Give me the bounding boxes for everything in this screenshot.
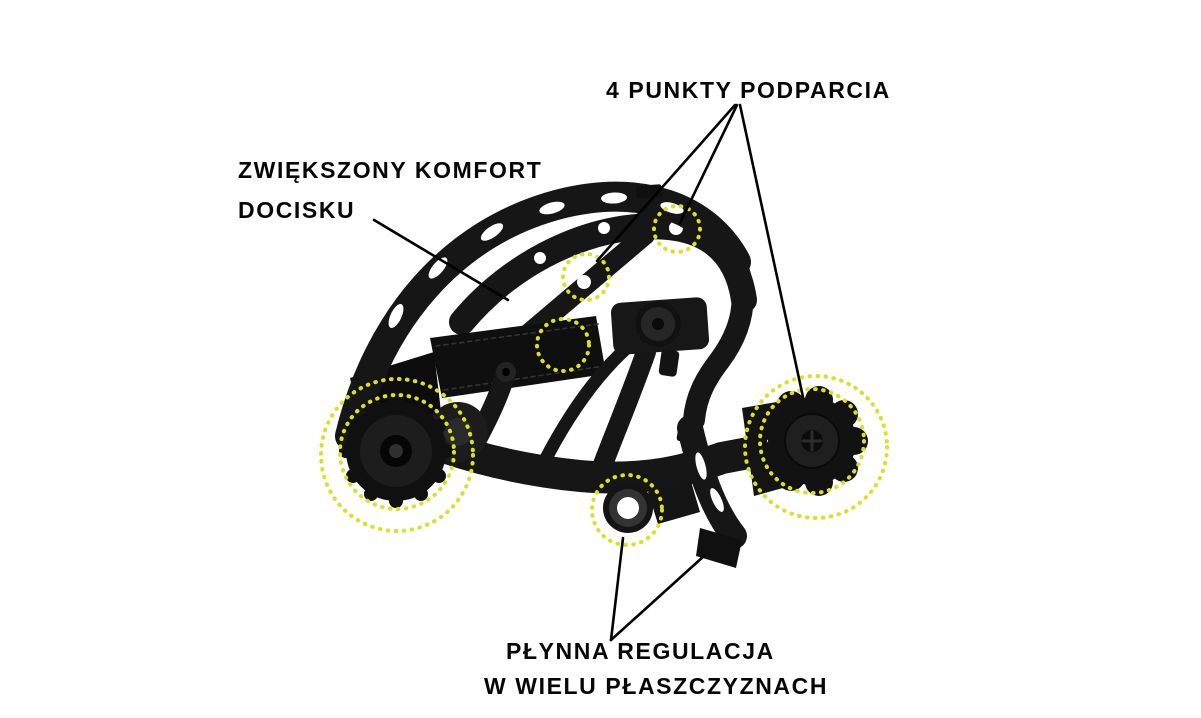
line-comfort-to-frame [372, 218, 510, 302]
highlight-sweatband-point [535, 317, 591, 373]
highlight-left-knob-inner [338, 393, 456, 511]
highlight-pivot-ring [590, 473, 664, 547]
line-support-to-right-knob [738, 103, 805, 399]
headgear [335, 181, 868, 568]
pivot-ring [603, 478, 700, 533]
line-adjust-to-side-rail [609, 554, 706, 642]
highlight-support-hole-left [561, 252, 611, 302]
highlight-support-hole-right [652, 204, 702, 254]
line-support-to-hole-right [678, 103, 739, 225]
line-adjust-to-pivot-ring [609, 536, 625, 642]
center-ratchet [610, 297, 710, 377]
sweatband [430, 316, 606, 398]
comfort-label-line2: DOCISKU [238, 197, 356, 223]
top-strap [335, 181, 751, 451]
highlight-right-knob-outer [743, 374, 889, 520]
right-adjustment-knob [759, 386, 868, 496]
adjustment-label-line2: W WIELU PŁASZCZYZNACH [484, 673, 829, 699]
right-descender [683, 257, 754, 431]
callout-adjustment: PŁYNNA REGULACJA W WIELU PŁASZCZYZNACH [484, 634, 828, 704]
line-support-to-hole-left [595, 103, 737, 263]
highlight-circles [319, 204, 889, 547]
left-adjustment-knob [339, 394, 453, 508]
comfort-label-line1: ZWIĘKSZONY KOMFORT [238, 157, 543, 183]
callout-support-points: 4 PUNKTY PODPARCIA [606, 77, 891, 104]
side-rail [676, 415, 747, 568]
adjustment-label-line1: PŁYNNA REGULACJA [506, 638, 775, 664]
highlight-right-knob-inner [758, 387, 866, 495]
callout-comfort: ZWIĘKSZONY KOMFORT DOCISKU [238, 150, 542, 230]
support-points-label: 4 PUNKTY PODPARCIA [606, 77, 891, 103]
annotation-lines [372, 103, 805, 642]
highlight-left-knob-outer [319, 377, 475, 533]
